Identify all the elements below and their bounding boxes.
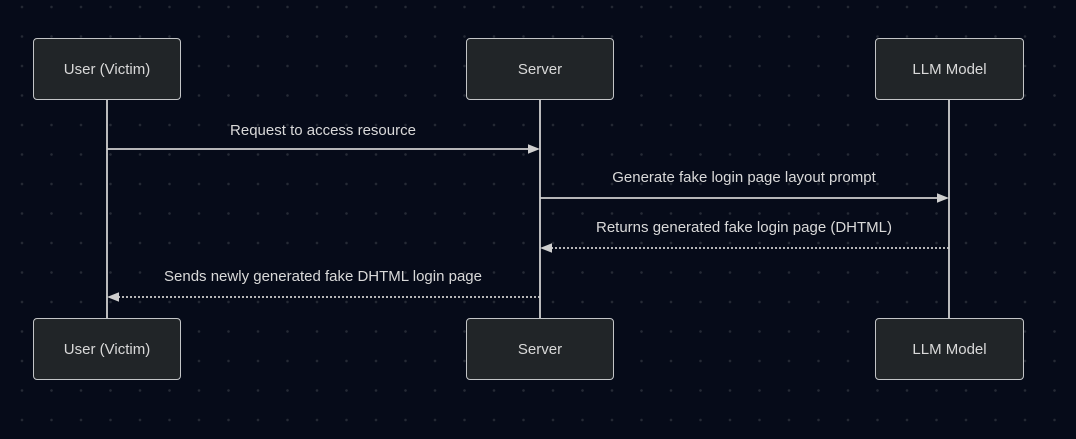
actor-box-server-top: Server (466, 38, 614, 100)
actor-label-user: User (Victim) (63, 60, 151, 78)
message-4-label: Sends newly generated fake DHTML login p… (164, 268, 482, 285)
message-1-label: Request to access resource (230, 122, 416, 139)
actor-label-server: Server (517, 340, 563, 358)
message-4-arrowhead-icon (107, 292, 119, 302)
actor-box-llm-top: LLM Model (875, 38, 1024, 100)
actor-label-user: User (Victim) (63, 340, 151, 358)
actor-label-server: Server (517, 60, 563, 78)
actor-label-llm: LLM Model (912, 60, 987, 78)
actor-box-llm-bottom: LLM Model (875, 318, 1024, 380)
message-3-label: Returns generated fake login page (DHTML… (596, 219, 892, 236)
message-1-arrowhead-icon (528, 144, 540, 154)
actor-box-user-bottom: User (Victim) (33, 318, 181, 380)
message-2-label: Generate fake login page layout prompt (612, 169, 876, 186)
actor-box-user-top: User (Victim) (33, 38, 181, 100)
actor-box-server-bottom: Server (466, 318, 614, 380)
actor-label-llm: LLM Model (912, 340, 987, 358)
message-3-arrowhead-icon (540, 243, 552, 253)
message-2-arrowhead-icon (937, 193, 949, 203)
